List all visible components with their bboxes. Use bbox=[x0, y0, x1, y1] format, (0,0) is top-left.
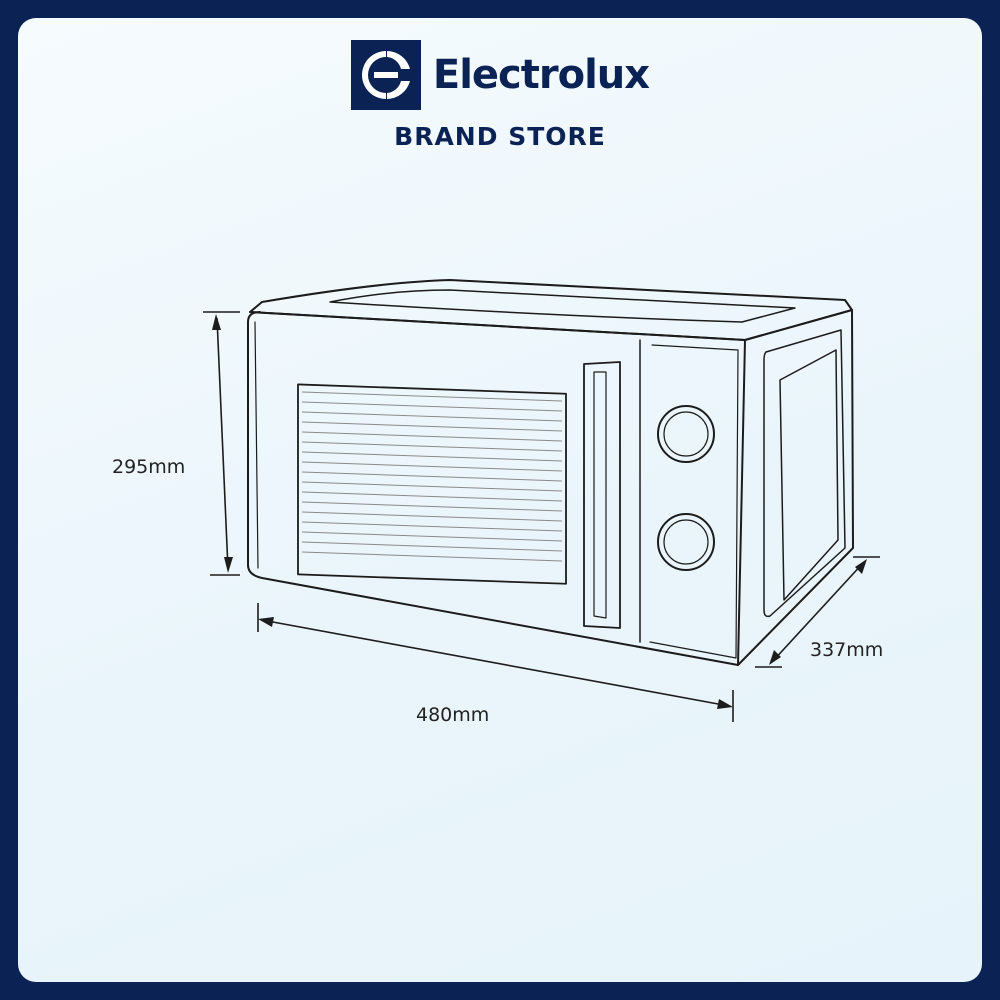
electrolux-logo-icon bbox=[350, 40, 421, 110]
window-grille bbox=[301, 391, 563, 562]
depth-dimension-line bbox=[755, 556, 880, 668]
microwave-top bbox=[249, 279, 853, 341]
brand-header: Electrolux BRAND STORE bbox=[18, 40, 982, 151]
lower-dial-icon bbox=[657, 513, 715, 571]
brand-store-label: BRAND STORE bbox=[394, 122, 606, 151]
microwave-side bbox=[737, 309, 854, 666]
depth-label: 337mm bbox=[810, 639, 884, 661]
brand-logo: Electrolux bbox=[350, 40, 650, 110]
brand-name: Electrolux bbox=[432, 52, 650, 98]
microwave-dimension-diagram bbox=[203, 279, 880, 722]
upper-dial-icon bbox=[657, 405, 715, 463]
height-dimension-line bbox=[203, 311, 240, 576]
microwave-front bbox=[247, 311, 746, 666]
width-dimension-line bbox=[257, 603, 734, 722]
product-card: Electrolux BRAND STORE bbox=[18, 18, 982, 982]
height-label: 295mm bbox=[112, 456, 186, 478]
width-label: 480mm bbox=[416, 704, 490, 726]
